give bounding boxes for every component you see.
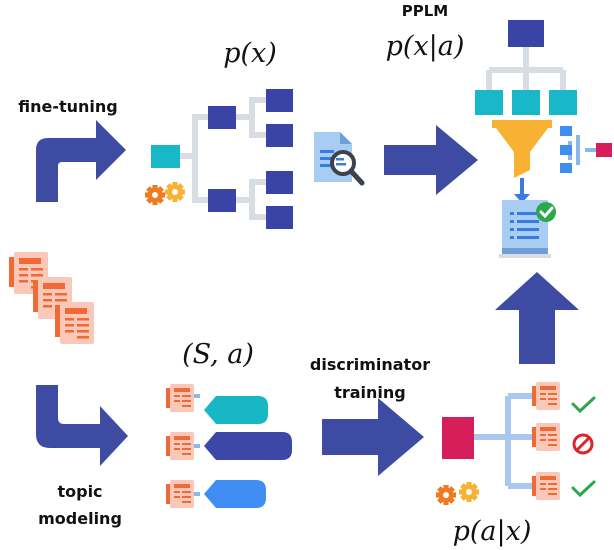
checklist-icon [499,200,556,258]
gear-icon [145,182,185,205]
tree-node [208,189,236,212]
gear-icon [436,482,479,505]
discriminator-training-arrow [322,398,424,476]
labeled-dataset [166,384,292,508]
topic-modeling-arrow [36,385,128,466]
px-label: p(x) [223,38,277,69]
modeling-label: modeling [38,509,122,528]
pax-label: p(a|x) [453,516,532,547]
prohibited-icon [572,433,594,455]
filter-icon [492,120,552,203]
topic-node [549,90,577,115]
newspaper-icon [166,432,194,460]
root-node [508,20,544,47]
discriminator-tree [442,382,596,500]
leaf-node [266,206,293,229]
base-lm-tree [151,89,293,229]
newspaper-icon [532,423,560,451]
pplm-label: PPLM [402,2,448,20]
leaf-node [266,171,293,194]
pxa-label: p(x|a) [386,31,465,62]
newspaper-icon [55,302,94,344]
training-label: training [334,383,406,402]
newspaper-stack [9,252,94,344]
tag-icon [204,432,292,460]
tree-node [208,106,236,129]
check-icon [571,396,596,414]
leaf-node [266,124,293,147]
topic-node [475,90,503,115]
pplm-tree [475,20,577,115]
fine-tuning-label: fine-tuning [18,97,118,116]
newspaper-icon [532,382,560,410]
check-badge-icon [536,202,556,222]
topic-node [512,90,540,115]
input-node [151,145,180,168]
fine-tuning-arrow [36,120,126,202]
newspaper-icon [166,384,194,412]
topic-label: topic [57,482,102,501]
attribute-branch [560,126,612,173]
newspaper-icon [166,480,194,508]
sa-label: (S, a) [182,339,254,370]
tag-icon [204,396,268,424]
discriminator-label: discriminator [310,355,430,374]
upward-arrow [495,272,579,364]
leaf-node [266,89,293,112]
tag-icon [204,480,266,508]
generation-arrow [384,125,478,195]
document-search-icon [314,132,365,186]
check-icon [571,480,596,498]
newspaper-icon [532,472,560,500]
discriminator-node [442,417,474,459]
